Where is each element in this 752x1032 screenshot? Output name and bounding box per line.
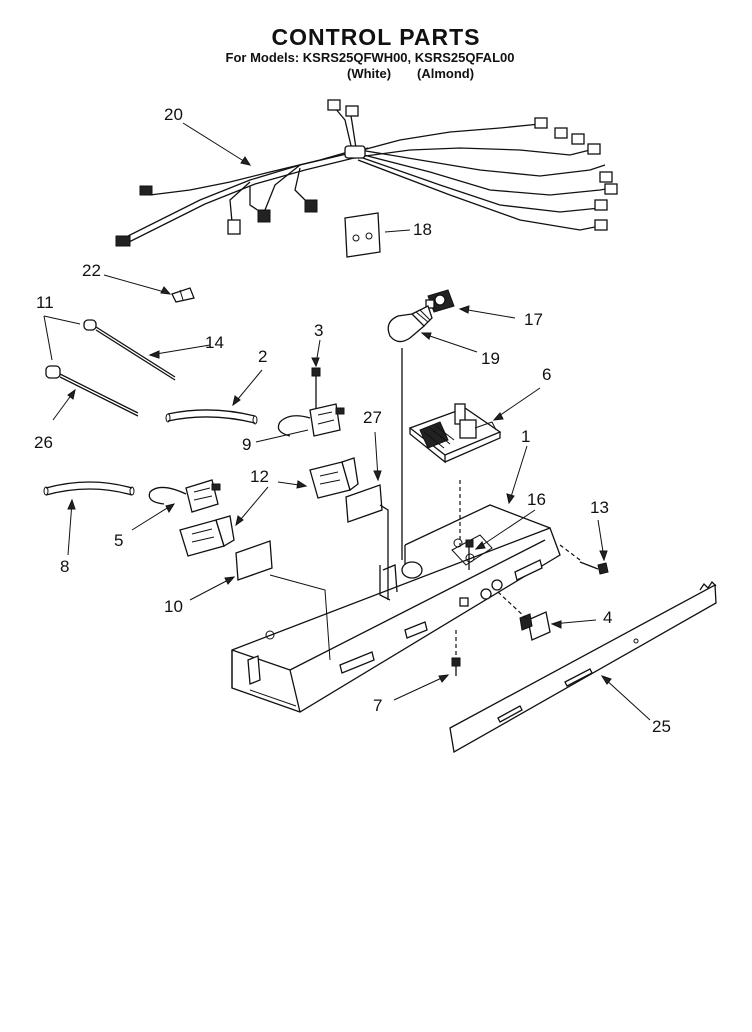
- leader-8-arrow: [67, 498, 76, 510]
- leader-19-arrow: [420, 332, 432, 340]
- leader-1-arrow: [506, 493, 515, 505]
- leader-12a-arrow: [296, 480, 308, 489]
- switch-part-9: [277, 403, 345, 437]
- callout-13: 13: [590, 498, 609, 517]
- callout-3: 3: [314, 321, 324, 340]
- variant-white: (White): [347, 66, 392, 81]
- control-housing-part-1: [231, 504, 561, 713]
- leader-10: [189, 577, 233, 601]
- leader-26-arrow: [67, 388, 76, 400]
- leader-19: [423, 333, 478, 353]
- lamp-socket-part-17: [425, 289, 455, 313]
- leader-22-arrow: [160, 286, 172, 295]
- callout-10: 10: [164, 597, 183, 616]
- callout-8: 8: [60, 557, 70, 576]
- leader-22: [103, 274, 169, 294]
- connector-part-4: [497, 591, 551, 641]
- leader-14: [149, 344, 211, 356]
- leader-10-arrow: [224, 576, 236, 585]
- callout-17: 17: [524, 310, 543, 329]
- wiring-harness-part-20: [115, 99, 618, 247]
- switch-part-12a: [309, 457, 359, 499]
- model-numbers: For Models: KSRS25QFWH00, KSRS25QFAL00: [225, 50, 515, 65]
- leader-25: [603, 677, 651, 721]
- tubing-part-2: [165, 409, 258, 425]
- callout-6: 6: [542, 365, 552, 384]
- leader-16-arrow: [474, 541, 486, 550]
- callout-11: 11: [36, 293, 54, 312]
- leader-4-arrow: [550, 620, 562, 629]
- leader-27: [374, 431, 379, 479]
- callout-22: 22: [82, 261, 101, 280]
- switch-part-12b: [179, 515, 235, 557]
- callout-2: 2: [258, 347, 268, 366]
- leader-11a: [43, 315, 81, 325]
- diagram-title: CONTROL PARTS: [271, 24, 481, 50]
- screw-part-16: [459, 480, 474, 570]
- leader-14-arrow: [148, 350, 160, 359]
- callout-20: 20: [164, 105, 183, 124]
- callout-19: 19: [481, 349, 500, 368]
- leader-27-arrow: [373, 470, 382, 482]
- label-10-line: [269, 574, 331, 661]
- leader-17: [461, 308, 516, 319]
- label-part-10: [235, 540, 273, 581]
- probe-part-14: [83, 319, 176, 381]
- tubing-part-8: [43, 481, 135, 496]
- leader-9: [255, 429, 309, 443]
- leader-5: [131, 504, 173, 531]
- leader-2-arrow: [232, 395, 241, 407]
- variant-almond: (Almond): [417, 66, 475, 81]
- leader-5-arrow: [165, 503, 176, 514]
- leader-13-arrow: [599, 550, 608, 562]
- leader-6-arrow: [492, 412, 504, 421]
- callout-27: 27: [363, 408, 382, 427]
- screw-part-3: [311, 367, 321, 410]
- label-wire: [379, 504, 389, 600]
- callout-25: 25: [652, 717, 671, 736]
- light-bulb-part-19: [387, 305, 433, 343]
- leader-6: [495, 387, 541, 419]
- leader-20: [182, 122, 251, 166]
- leader-1: [509, 445, 528, 501]
- leader-18: [384, 229, 411, 233]
- screw-part-7: [451, 630, 461, 676]
- clip-part-22: [171, 287, 195, 303]
- callout-5: 5: [114, 531, 124, 550]
- callout-18: 18: [413, 220, 432, 239]
- insulator-part-18: [344, 212, 381, 258]
- leader-25-arrow: [600, 675, 612, 685]
- leader-17-arrow: [458, 305, 470, 314]
- switch-part-5: [148, 479, 221, 513]
- callout-4: 4: [603, 608, 613, 627]
- callout-26: 26: [34, 433, 53, 452]
- leader-7-arrow: [438, 674, 450, 683]
- leader-3-arrow: [311, 357, 320, 368]
- leader-16: [477, 509, 536, 549]
- leader-8: [67, 501, 73, 556]
- control-board-part-6: [408, 403, 502, 464]
- leader-11b: [43, 315, 53, 361]
- leader-12b-arrow: [235, 515, 244, 527]
- callout-7: 7: [373, 696, 383, 715]
- screw-part-13: [559, 544, 609, 575]
- callout-1: 1: [521, 427, 531, 446]
- callout-16: 16: [527, 490, 546, 509]
- callout-9: 9: [242, 435, 252, 454]
- leader-7: [393, 675, 447, 701]
- label-part-27: [345, 484, 383, 523]
- leader-20-arrow: [240, 156, 252, 166]
- callout-14: 14: [205, 333, 224, 352]
- control-panel-part-25: [449, 580, 717, 754]
- callout-12: 12: [250, 467, 269, 486]
- probe-part-26: [45, 365, 139, 417]
